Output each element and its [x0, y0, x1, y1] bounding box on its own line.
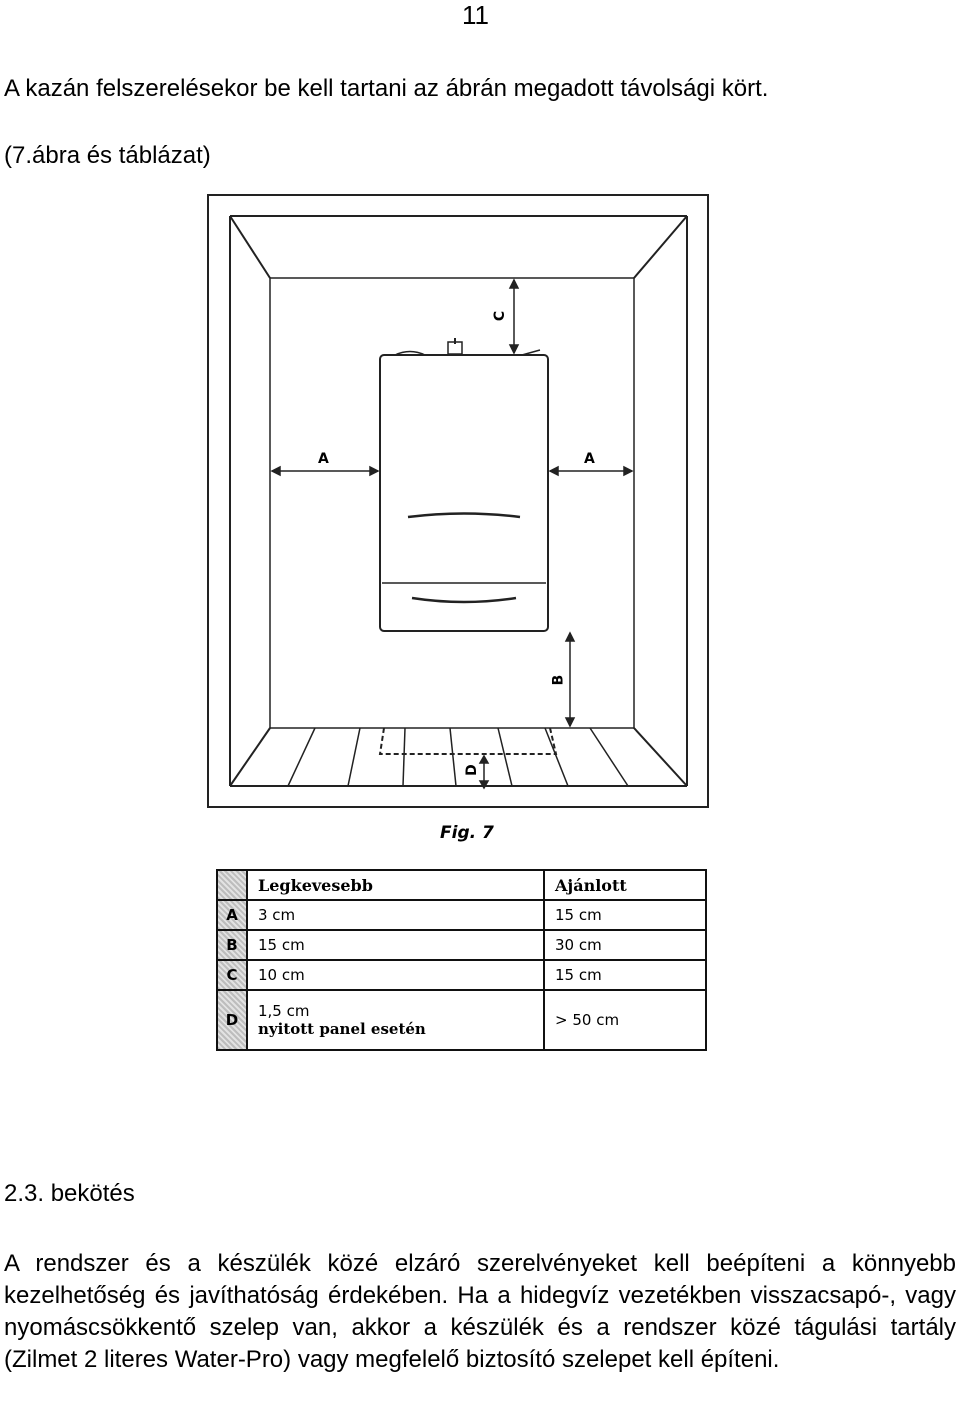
table-row: A 3 cm 15 cm — [216, 899, 707, 931]
figure-caption: Fig. 7 — [440, 823, 494, 843]
row-minimum: 10 cm — [246, 959, 545, 991]
clearance-table: Legkevesebb Ajánlott A 3 cm 15 cm B 15 c… — [216, 869, 707, 1051]
table-header-recommended: Ajánlott — [543, 869, 707, 901]
table-row: D 1,5 cm nyitott panel esetén > 50 cm — [216, 989, 707, 1051]
installation-figure: A A C B D Fig. 7 Legkevesebb Ajánlott A … — [200, 180, 730, 1080]
boiler — [379, 338, 549, 632]
room-diagram — [207, 194, 709, 808]
dimension-label-c: C — [492, 310, 509, 322]
row-minimum: 1,5 cm nyitott panel esetén — [246, 989, 545, 1051]
outer-frame — [207, 194, 709, 808]
back-wall — [269, 277, 635, 729]
table-header-row: Legkevesebb Ajánlott — [216, 869, 707, 901]
dimension-label-d: D — [463, 764, 480, 776]
table-row: C 10 cm 15 cm — [216, 959, 707, 991]
table-row: B 15 cm 30 cm — [216, 929, 707, 961]
section-title: 2.3. bekötés — [4, 1180, 135, 1207]
row-key: A — [216, 899, 248, 931]
row-key: B — [216, 929, 248, 961]
intro-figure-reference: (7.ábra és táblázat) — [4, 142, 211, 169]
intro-text: A kazán felszerelésekor be kell tartani … — [4, 75, 769, 102]
table-header-minimum: Legkevesebb — [246, 869, 545, 901]
row-minimum: 15 cm — [246, 929, 545, 961]
body-paragraph: A rendszer és a készülék közé elzáró sze… — [4, 1250, 956, 1373]
row-key: D — [216, 989, 248, 1051]
row-minimum: 3 cm — [246, 899, 545, 931]
open-panel-outline — [378, 727, 558, 755]
page-number: 11 — [462, 0, 489, 30]
row-minimum-value: 1,5 cm — [258, 1002, 310, 1020]
row-recommended: 15 cm — [543, 959, 707, 991]
table-header-key — [216, 869, 248, 901]
row-recommended: 30 cm — [543, 929, 707, 961]
row-recommended: 15 cm — [543, 899, 707, 931]
dimension-label-a-left: A — [318, 451, 329, 467]
dimension-label-a-right: A — [584, 451, 595, 467]
row-minimum-note: nyitott panel esetén — [258, 1020, 426, 1038]
row-recommended: > 50 cm — [543, 989, 707, 1051]
dimension-label-b: B — [550, 674, 567, 686]
row-key: C — [216, 959, 248, 991]
